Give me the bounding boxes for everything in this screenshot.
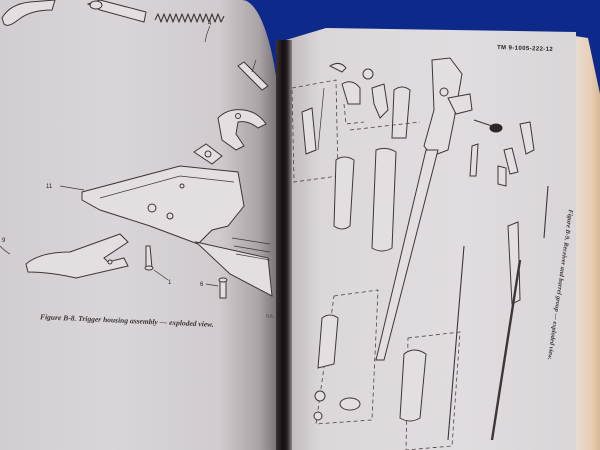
- trigger-guard: [0, 233, 129, 279]
- hammer-part: [217, 109, 267, 151]
- hammer-plunger: [86, 0, 147, 23]
- pin-part: [237, 59, 269, 91]
- callout-label: 11: [46, 184, 53, 190]
- book-gutter: [276, 40, 292, 450]
- hammer-spring: [154, 13, 225, 43]
- right-page: [286, 28, 576, 450]
- safety-plate: [193, 143, 223, 165]
- callout-label: 1: [168, 280, 172, 286]
- receiver-barrel: [375, 57, 473, 361]
- page-mark: RA: [266, 314, 273, 320]
- callout-label: 9: [2, 238, 6, 244]
- callout-label: 6: [200, 282, 204, 288]
- callout-label: 4: [208, 21, 212, 27]
- left-page: [0, 0, 282, 450]
- trigger-pin: [144, 245, 169, 281]
- trigger-housing: [59, 165, 273, 297]
- guard-pin: [205, 277, 228, 299]
- trigger-part: [1, 0, 56, 26]
